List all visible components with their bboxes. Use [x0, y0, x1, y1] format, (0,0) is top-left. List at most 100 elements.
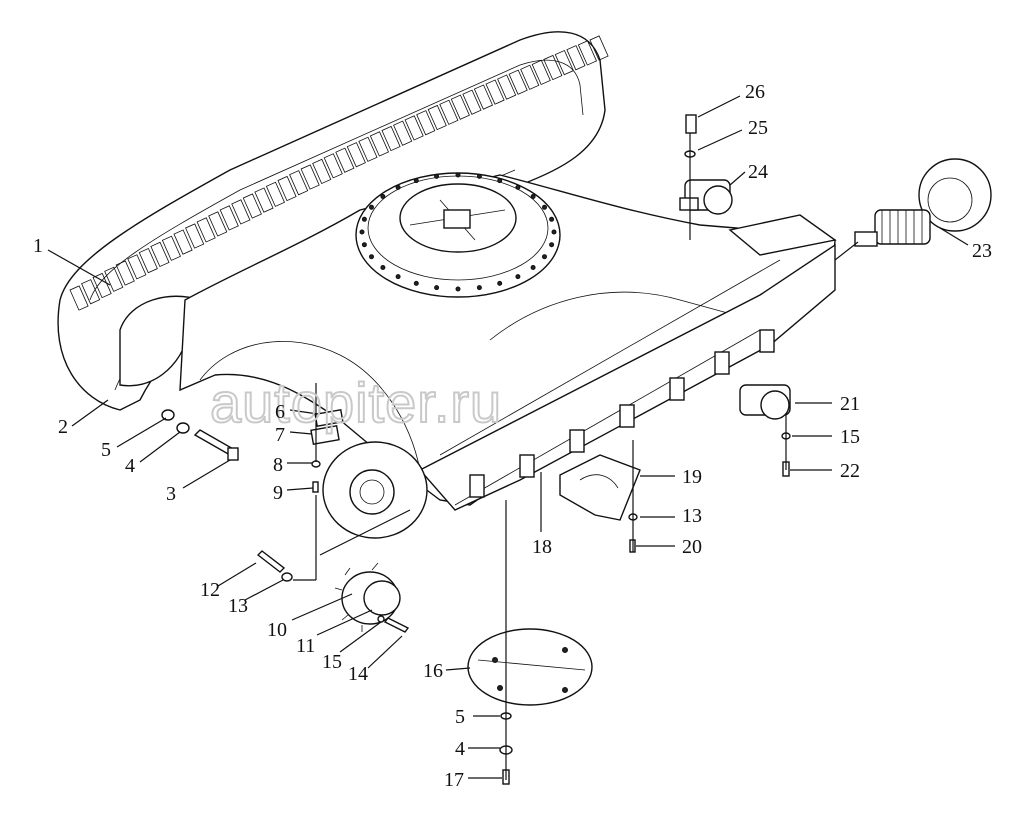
callout-11: 11 — [296, 635, 315, 657]
track-shoe — [138, 248, 158, 274]
callout-4-b: 4 — [455, 738, 465, 760]
callout-5-b: 5 — [455, 706, 465, 728]
track-shoe — [462, 89, 482, 115]
ring-bolt-hole — [361, 216, 367, 222]
track-shoe — [69, 285, 89, 311]
callout-2: 2 — [58, 416, 68, 438]
track-shoes — [69, 35, 609, 311]
callout-4: 4 — [125, 455, 135, 477]
ring-bolt-hole — [515, 274, 521, 280]
track-shoe — [173, 229, 193, 255]
ring-bolt-hole — [551, 229, 557, 235]
track-shoe — [231, 199, 251, 225]
ring-bolt-hole — [549, 242, 555, 248]
track-shoe — [381, 125, 401, 152]
drive-sprocket — [334, 562, 401, 632]
cover-plate — [467, 628, 593, 706]
track-shoe — [393, 120, 413, 146]
ring-bolt-hole — [497, 178, 503, 184]
ring-bolt-hole — [530, 194, 536, 199]
watermark: autopiter.ru — [209, 370, 502, 435]
ring-bolt-hole — [359, 229, 365, 235]
callout-1: 1 — [33, 235, 43, 257]
track-shoe — [439, 99, 459, 125]
leader-lines — [47, 95, 969, 779]
ring-bolt-hole — [549, 216, 555, 222]
track-shoe — [543, 54, 563, 81]
track-shoe — [404, 115, 424, 141]
ring-bolt-hole — [542, 254, 547, 260]
track-shoe — [508, 69, 528, 95]
track-shoe — [554, 50, 574, 76]
ring-bolt-hole — [476, 173, 482, 179]
callout-21: 21 — [840, 393, 860, 415]
callout-12: 12 — [200, 579, 220, 601]
callout-labels: 1 2 3 4 5 6 7 8 9 10 11 12 13 13 14 15 1… — [33, 81, 992, 791]
track-shoe — [427, 104, 447, 131]
track-shoe — [150, 241, 170, 268]
ring-bolt-hole — [434, 173, 440, 179]
track-shoe — [219, 205, 239, 231]
track-shoe — [485, 79, 505, 105]
ring-bolt-hole — [515, 184, 521, 190]
callout-15-b: 15 — [840, 426, 860, 448]
track-shoe — [531, 59, 551, 86]
track-shoe — [335, 147, 355, 173]
track-shoe — [265, 181, 286, 207]
fasteners — [161, 114, 791, 785]
sprocket-housing — [322, 441, 428, 539]
ring-bolt-holes — [359, 172, 557, 292]
callout-24: 24 — [748, 161, 768, 183]
callout-14: 14 — [348, 663, 368, 685]
ring-bolt-hole — [530, 265, 536, 270]
ring-bolt-hole — [413, 280, 419, 286]
callout-10: 10 — [267, 619, 287, 641]
track-shoe — [196, 217, 216, 243]
callout-13: 13 — [228, 595, 248, 617]
callout-9: 9 — [273, 482, 283, 504]
ring-bolt-hole — [542, 204, 547, 210]
callout-8: 8 — [273, 454, 283, 476]
ring-bolt-hole — [369, 254, 374, 260]
idler-tensioner — [854, 158, 992, 247]
track-shoe — [127, 254, 147, 280]
ring-bolt-hole — [413, 178, 419, 184]
ring-bolt-hole — [497, 280, 503, 286]
swing-bearing-ring — [355, 172, 561, 298]
callout-23: 23 — [972, 240, 992, 262]
track-shoe — [473, 84, 494, 110]
track-shoe — [208, 211, 228, 237]
main-frame — [179, 174, 837, 511]
track-shoe — [242, 193, 262, 219]
callout-16: 16 — [423, 660, 443, 682]
track-shoe — [416, 110, 436, 136]
bottom-rollers — [469, 329, 775, 498]
track-shoe — [323, 153, 343, 179]
ring-bolt-hole — [395, 184, 401, 190]
assembly-lines — [293, 133, 859, 780]
track-shoe — [312, 158, 332, 185]
track-shoe — [358, 136, 378, 162]
carrier-roller — [679, 179, 733, 215]
track-shoe — [566, 45, 586, 71]
callout-15: 15 — [322, 651, 342, 673]
track-shoe — [104, 266, 124, 292]
ring-bolt-hole — [455, 286, 461, 292]
callout-25: 25 — [748, 117, 768, 139]
callout-20: 20 — [682, 536, 702, 558]
track-shoe — [369, 131, 390, 157]
track-shoe — [497, 74, 517, 100]
watermark-text: autopiter.ru — [210, 371, 502, 434]
ring-bolt-hole — [434, 285, 440, 291]
track-shoe — [277, 175, 297, 202]
ring-bolt-hole — [455, 172, 461, 178]
track-shoe — [289, 170, 309, 196]
track-shoe — [346, 142, 366, 168]
callout-22: 22 — [840, 460, 860, 482]
ring-bolt-hole — [380, 194, 386, 199]
ring-bolt-hole — [369, 204, 374, 210]
callout-7: 7 — [275, 424, 285, 446]
callout-13-b: 13 — [682, 505, 702, 527]
